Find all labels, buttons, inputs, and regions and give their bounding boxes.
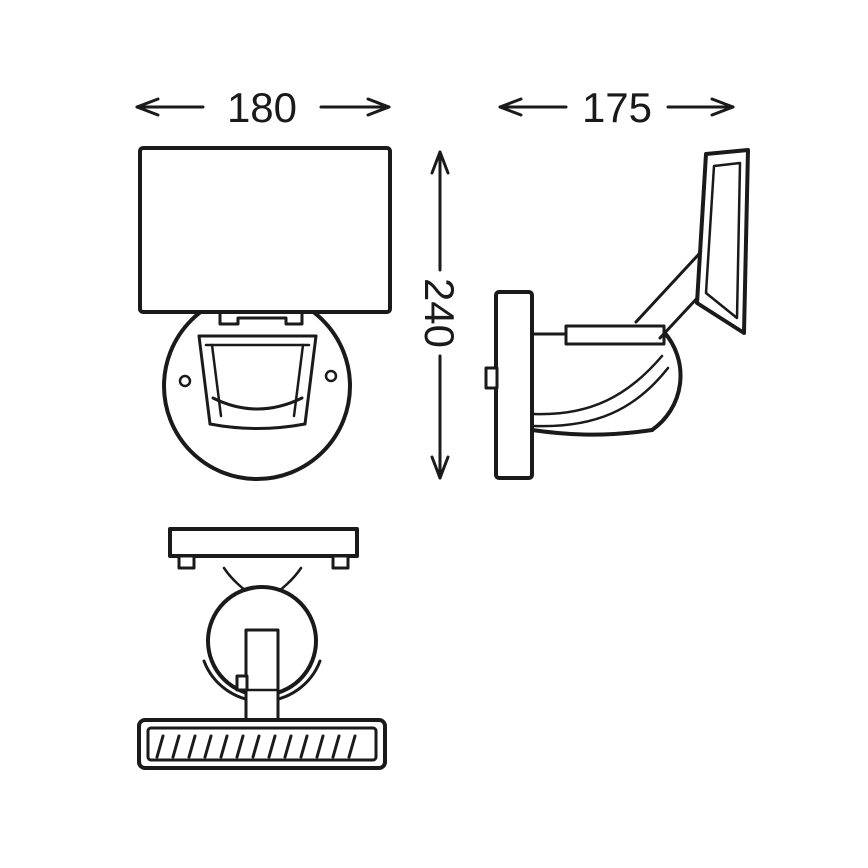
hinge-bar xyxy=(564,324,666,346)
mounting-clips xyxy=(218,310,304,326)
swivel-arm xyxy=(530,330,683,437)
screw-hole-left xyxy=(178,374,192,388)
screw-hole-right xyxy=(324,369,338,383)
wall-plate-clip xyxy=(484,366,499,390)
wall-bar-tab-left xyxy=(177,554,196,570)
side-view xyxy=(484,148,750,480)
wall-mount-circle xyxy=(162,291,352,481)
lamp-head-top-inner xyxy=(146,726,378,762)
width-dimension: 180 xyxy=(135,84,391,131)
height-dimension: 240 xyxy=(416,150,463,480)
lamp-head-side xyxy=(695,148,750,335)
arrow-left-icon xyxy=(498,97,523,117)
reflector-bracket xyxy=(197,334,318,430)
wall-bar-tab-right xyxy=(331,554,350,570)
front-view xyxy=(138,146,392,481)
lamp-head-top xyxy=(137,718,387,770)
height-dimension-label: 240 xyxy=(416,278,463,348)
depth-dimension: 175 xyxy=(498,84,735,131)
arrow-left-icon xyxy=(135,97,160,117)
wall-bar-top xyxy=(168,527,359,558)
wall-plate-side xyxy=(494,290,534,480)
arm-top-view xyxy=(244,628,280,726)
arrow-up-icon xyxy=(430,150,450,175)
vent-hatching xyxy=(155,734,357,759)
arrow-down-icon xyxy=(430,455,450,480)
arrow-right-icon xyxy=(366,97,391,117)
top-view xyxy=(137,527,387,770)
lamp-head-side-inner xyxy=(704,161,742,320)
arm-notch xyxy=(235,674,249,692)
arrow-right-icon xyxy=(710,97,735,117)
lamp-head-front xyxy=(138,146,392,314)
width-dimension-label: 180 xyxy=(227,84,297,131)
depth-dimension-label: 175 xyxy=(582,84,652,131)
